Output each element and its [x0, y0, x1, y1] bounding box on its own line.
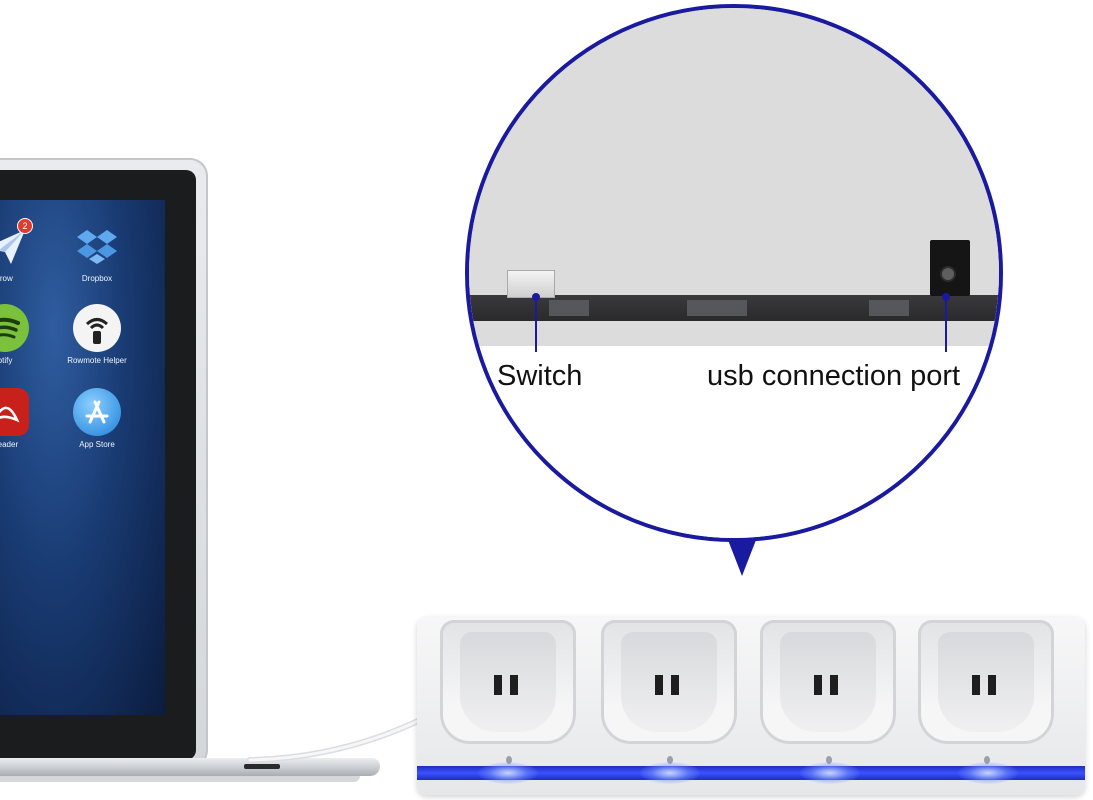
magnifier-circle: Switch usb connection port	[465, 4, 1003, 542]
led-glow	[958, 762, 1018, 784]
paper-plane-icon: 2	[0, 218, 33, 270]
blue-led-strip	[417, 766, 1085, 780]
switch-label: Switch	[497, 360, 583, 392]
app-label: Dropbox	[81, 274, 113, 283]
charging-slot-2	[601, 620, 737, 744]
acrobat-reader-icon	[0, 388, 29, 436]
panel-marking	[549, 300, 589, 316]
app-label: Rowmote Helper	[67, 356, 127, 365]
usb-port-laptop	[244, 764, 280, 769]
port-socket-icon	[940, 266, 956, 282]
app-spotify[interactable]: otify	[0, 304, 50, 365]
power-switch	[507, 270, 555, 298]
charging-slot-1	[440, 620, 576, 744]
port-lead-line	[945, 298, 947, 352]
app-label: rrow	[0, 274, 13, 283]
app-label: App Store	[79, 440, 115, 449]
panel-marking	[869, 300, 909, 316]
dropbox-icon	[73, 222, 121, 270]
app-app-store[interactable]: App Store	[52, 388, 142, 449]
magnified-surface	[469, 8, 999, 346]
app-label: otify	[0, 356, 13, 365]
magnified-background	[469, 346, 999, 538]
led-indicator-icon	[667, 756, 673, 764]
switch-lead-line	[535, 298, 537, 352]
app-label: Reader	[0, 440, 19, 449]
port-lead-dot	[942, 293, 950, 301]
led-glow	[800, 762, 860, 784]
spotify-icon	[0, 304, 29, 352]
app-paper-plane[interactable]: 2 rrow	[0, 218, 50, 283]
charging-slot-4	[918, 620, 1054, 744]
laptop-screen: 2 rrow Dropbox otify	[0, 200, 165, 715]
panel-marking	[687, 300, 747, 316]
app-reader[interactable]: Reader	[0, 388, 50, 449]
usb-port-label: usb connection port	[707, 360, 961, 392]
charging-contacts	[651, 675, 687, 697]
usb-cable	[247, 717, 423, 763]
led-indicator-icon	[984, 756, 990, 764]
charging-slot-3	[760, 620, 896, 744]
charging-contacts	[810, 675, 846, 697]
charging-contacts	[490, 675, 526, 697]
notification-badge: 2	[17, 218, 33, 234]
app-dropbox[interactable]: Dropbox	[52, 222, 142, 283]
led-glow	[478, 762, 538, 784]
app-store-icon	[73, 388, 121, 436]
led-glow	[640, 762, 700, 784]
rowmote-icon	[73, 304, 121, 352]
laptop-base	[0, 758, 380, 776]
switch-lead-dot	[532, 293, 540, 301]
app-rowmote[interactable]: Rowmote Helper	[52, 304, 142, 365]
led-indicator-icon	[826, 756, 832, 764]
led-indicator-icon	[506, 756, 512, 764]
laptop-foot	[0, 776, 360, 782]
charging-contacts	[968, 675, 1004, 697]
magnifier-pointer	[728, 540, 756, 576]
